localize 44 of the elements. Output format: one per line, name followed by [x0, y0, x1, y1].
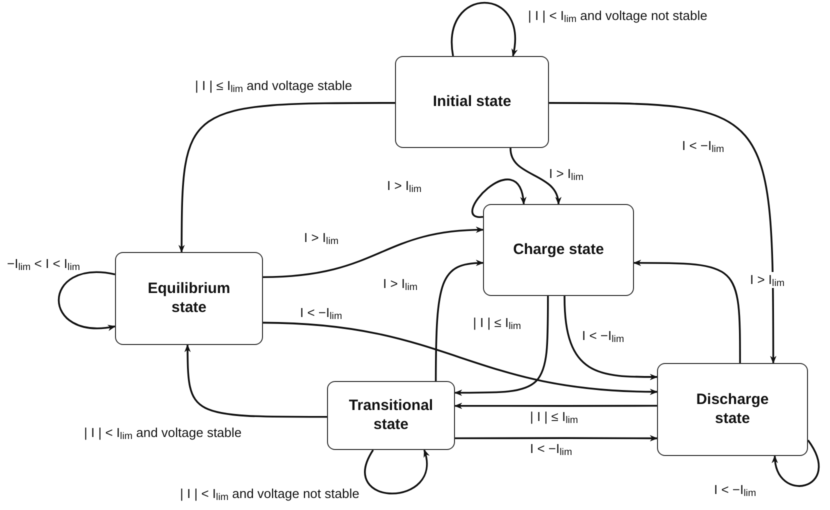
edge-label: I > I$_{lim}$ — [381, 276, 420, 292]
edge-label: I > I$_{lim}$ — [302, 230, 341, 246]
transition-arrow — [262, 226, 484, 278]
transition-arrow — [564, 296, 658, 380]
edge-label: | I | ≤ I$_{lim}$ and voltage stable — [193, 78, 354, 94]
transition-arrow — [58, 271, 116, 330]
edge-label: | I | ≤ I$_{lim}$ — [471, 315, 524, 332]
transition-arrow — [184, 344, 327, 418]
state-box — [327, 381, 455, 450]
state-name: Initial state — [432, 92, 512, 112]
state-box — [657, 363, 808, 456]
edge-label: I < −I$_{lim}$ — [680, 138, 726, 154]
edge-label: I > I$_{lim}$ — [748, 272, 787, 288]
edge-label: I < −I$_{lim}$ — [528, 441, 574, 458]
edge-label: | I | < I$_{lim}$ and voltage not stable — [178, 486, 362, 502]
transition-arrow — [450, 2, 518, 57]
transition-arrow — [454, 402, 657, 410]
state-name: Discharge state — [695, 390, 770, 428]
transition-arrow — [178, 102, 395, 253]
transition-arrow — [434, 260, 484, 381]
transition-arrow — [262, 322, 658, 395]
transition-arrow — [633, 260, 741, 363]
edge-label: | I | < I$_{lim}$ and voltage stable — [82, 425, 244, 442]
transition-arrow — [472, 178, 526, 218]
state-name: Charge state — [513, 240, 604, 260]
edge-label: | I | ≤ I$_{lim}$ — [528, 409, 580, 426]
transition-arrow — [454, 296, 549, 396]
edge-label: | I | < I$_{lim}$ and voltage not stable — [526, 8, 710, 24]
state-box — [115, 252, 263, 345]
state-name: Transitional state — [348, 396, 434, 434]
state-box — [395, 56, 549, 148]
edge-label: −I$_{lim}$ < I < I$_{lim}$ — [5, 256, 82, 272]
transition-arrow — [510, 148, 561, 205]
edge-label: I > I$_{lim}$ — [385, 178, 424, 194]
transition-arrow — [455, 435, 658, 442]
edge-label: I > I$_{lim}$ — [547, 166, 586, 182]
edge-label: I < −I$_{lim}$ — [580, 328, 626, 344]
transition-arrow — [364, 449, 429, 494]
state-name: Equilibrium state — [146, 280, 232, 318]
edge-label: I < −I$_{lim}$ — [298, 305, 344, 322]
state-box — [483, 204, 634, 296]
transition-arrow — [772, 440, 820, 487]
transition-arrow — [549, 102, 776, 364]
edge-label: I < −I$_{lim}$ — [712, 482, 758, 498]
